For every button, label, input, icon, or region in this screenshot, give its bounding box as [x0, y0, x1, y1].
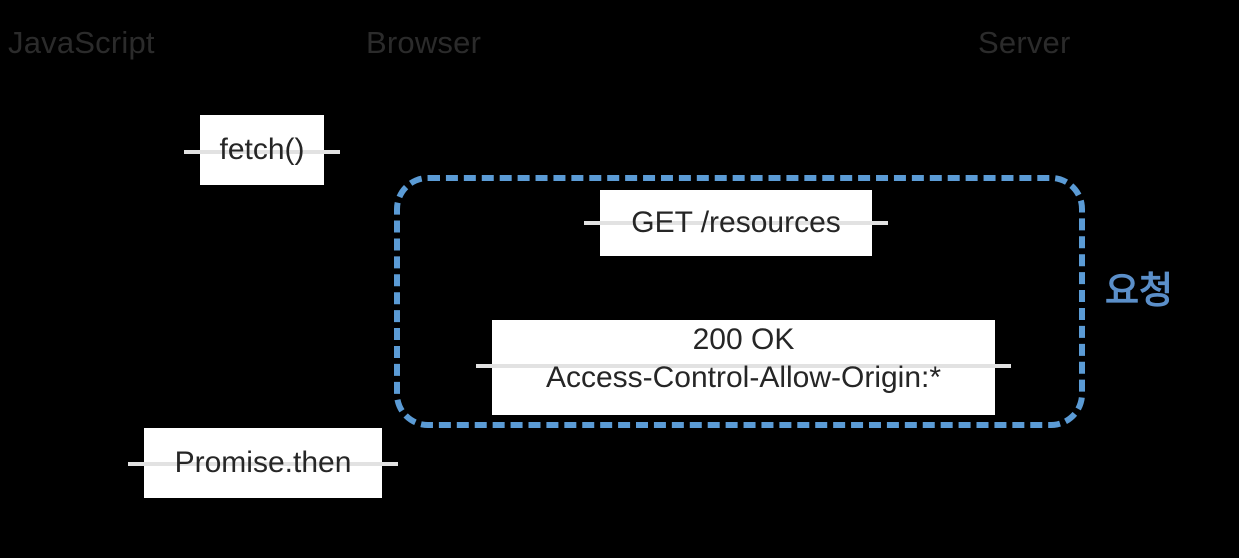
- message-rule: [184, 150, 340, 154]
- message-get-resources-label: GET /resources: [631, 205, 841, 239]
- message-response: 200 OK Access-Control-Allow-Origin:*: [476, 320, 1011, 415]
- request-group-annotation: 요청: [1105, 270, 1174, 311]
- lane-title-browser: Browser: [366, 25, 482, 60]
- lane-title-javascript: JavaScript: [8, 25, 155, 60]
- message-promise-then: Promise.then: [128, 428, 398, 498]
- message-rule: [476, 364, 1011, 368]
- message-rule: [584, 221, 888, 225]
- message-response-status-label: 200 OK: [692, 323, 795, 356]
- message-response-header-label: Access-Control-Allow-Origin:*: [545, 361, 942, 395]
- lane-title-server: Server: [978, 25, 1071, 60]
- message-fetch: fetch(): [184, 115, 340, 185]
- request-group-dashed-border: [394, 175, 1085, 428]
- message-get-resources: GET /resources: [584, 190, 888, 256]
- message-fetch-label: fetch(): [219, 132, 305, 166]
- message-rule: [128, 462, 398, 466]
- message-promise-then-label: Promise.then: [174, 445, 352, 479]
